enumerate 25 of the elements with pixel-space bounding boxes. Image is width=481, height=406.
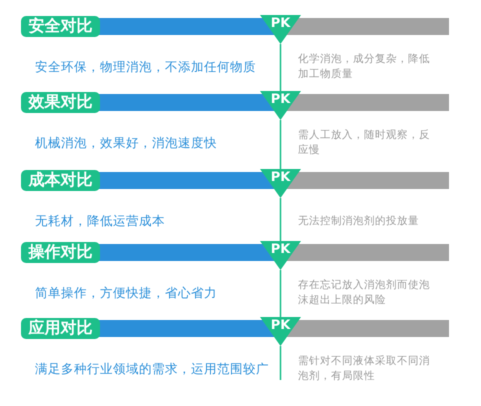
comparison-text: 安全环保，物理消泡，不添加任何物质 (35, 58, 256, 76)
comparison-text: 存在忘记放入消泡剂而使泡沫超出上限的风险 (298, 278, 431, 308)
section-badge: 安全对比 (21, 16, 100, 37)
comparison-text: 简单操作，方便快捷，省心省力 (35, 284, 217, 302)
comparison-text: 需针对不同液体采取不同消泡剂，有局限性 (298, 354, 431, 384)
comparison-text: 满足多种行业领域的需求，运用范围较广 (35, 360, 269, 378)
connector-line (280, 198, 282, 241)
comparison-text: 机械消泡，效果好，消泡速度快 (35, 134, 217, 152)
connector-line (280, 270, 282, 317)
pk-triangle: PK (260, 91, 301, 120)
comparison-text: 无耗材，降低运营成本 (35, 212, 165, 230)
comparison-text: 需人工放入，随时观察，反应慢 (298, 128, 431, 158)
comparison-text: 化学消泡，成分复杂，降低加工物质量 (298, 52, 431, 82)
connector-line (280, 44, 282, 91)
section-badge: 应用对比 (21, 318, 100, 339)
pk-triangle: PK (260, 169, 301, 198)
pk-triangle: PK (260, 317, 301, 346)
pk-triangle: PK (260, 241, 301, 270)
section-badge: 操作对比 (21, 242, 100, 263)
comparison-text: 无法控制消泡剂的投放量 (298, 214, 420, 228)
connector-line (280, 120, 282, 169)
section-badge: 成本对比 (21, 170, 100, 191)
connector-line (280, 346, 282, 380)
pk-triangle: PK (260, 15, 301, 44)
section-badge: 效果对比 (21, 92, 100, 113)
